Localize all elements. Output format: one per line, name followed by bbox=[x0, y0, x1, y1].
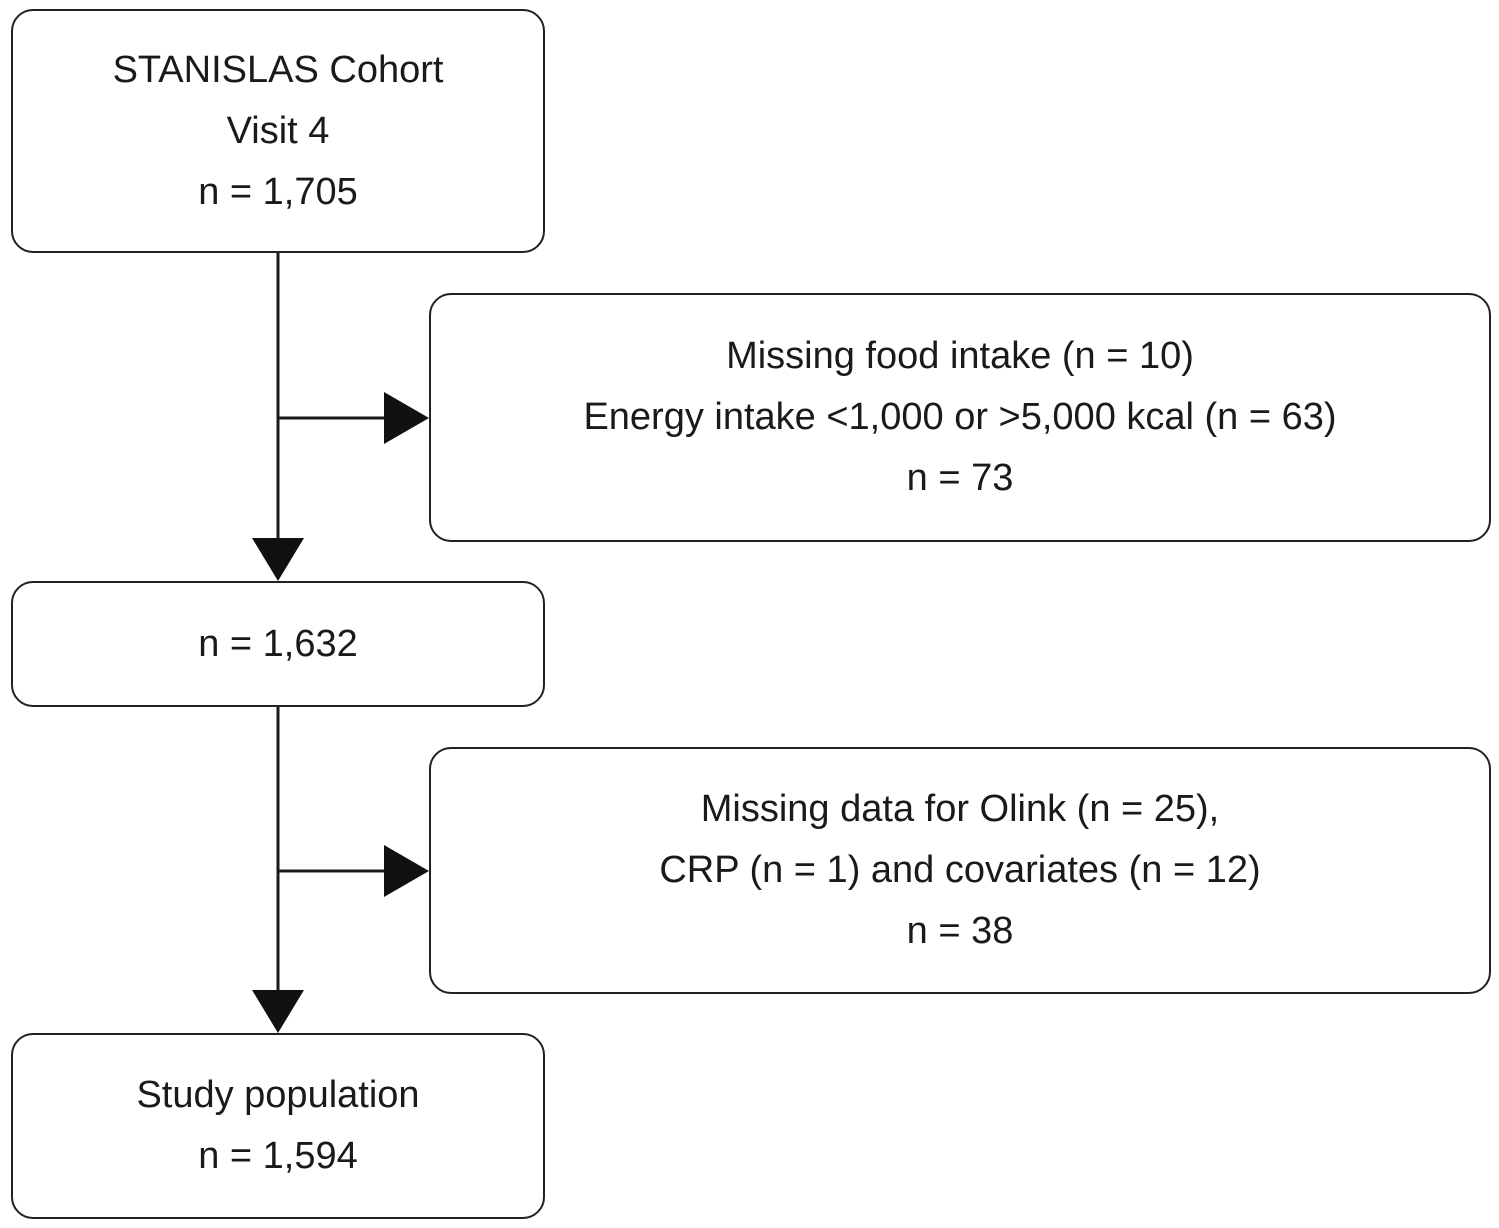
exclusion-reason-missing-food: Missing food intake (n = 10) bbox=[726, 335, 1194, 377]
exclusion-box-missing-data: Missing data for Olink (n = 25), CRP (n … bbox=[429, 747, 1491, 994]
cohort-box: STANISLAS Cohort Visit 4 n = 1,705 bbox=[11, 9, 545, 253]
exclusion-box-food-intake: Missing food intake (n = 10) Energy inta… bbox=[429, 293, 1491, 542]
study-population-box: Study population n = 1,594 bbox=[11, 1033, 545, 1219]
arrowhead-down-icon bbox=[252, 990, 304, 1033]
intermediate-count: n = 1,632 bbox=[198, 622, 358, 665]
cohort-count: n = 1,705 bbox=[198, 170, 358, 213]
arrowhead-down-icon bbox=[252, 538, 304, 581]
exclusion-reason-olink: Missing data for Olink (n = 25), bbox=[700, 788, 1220, 830]
arrowhead-right-icon bbox=[384, 392, 429, 444]
exclusion-reason-crp-covariates: CRP (n = 1) and covariates (n = 12) bbox=[659, 849, 1261, 891]
cohort-visit: Visit 4 bbox=[226, 109, 330, 152]
cohort-title: STANISLAS Cohort bbox=[112, 48, 444, 91]
exclusion-reason-energy-intake: Energy intake <1,000 or >5,000 kcal (n =… bbox=[583, 396, 1337, 438]
exclusion-count: n = 38 bbox=[906, 910, 1014, 952]
exclusion-count: n = 73 bbox=[906, 457, 1014, 499]
intermediate-box: n = 1,632 bbox=[11, 581, 545, 707]
study-population-label: Study population bbox=[136, 1074, 420, 1116]
arrowhead-right-icon bbox=[384, 845, 429, 897]
study-population-count: n = 1,594 bbox=[198, 1135, 358, 1177]
